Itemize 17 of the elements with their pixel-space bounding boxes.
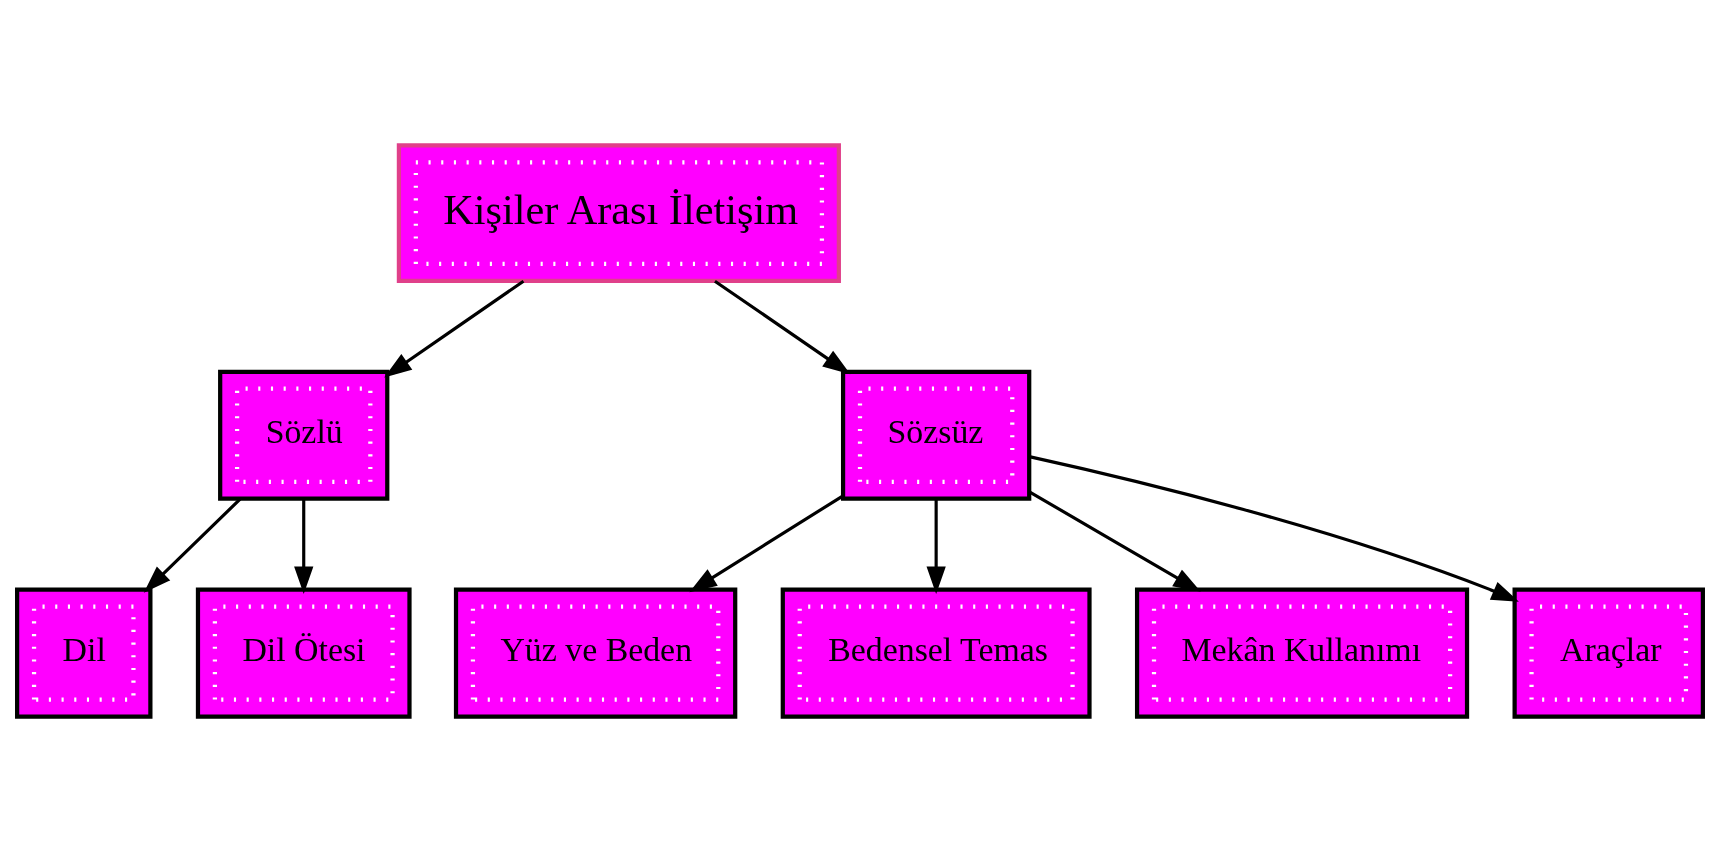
arrow: [143, 498, 242, 593]
arrow: [384, 279, 525, 378]
node-box: Yüz ve Beden: [453, 587, 738, 719]
arrow: [714, 279, 851, 375]
arrow: [926, 499, 946, 595]
node-box: Dil Ötesi: [195, 587, 412, 719]
arrow: [1028, 455, 1519, 602]
arrow: [689, 494, 844, 593]
node-box: Bedensel Temas: [780, 587, 1092, 719]
node-box: Sözsüz: [840, 369, 1032, 501]
node-box: Dil: [15, 587, 153, 719]
arrow: [294, 499, 314, 595]
node-box: Sözlü: [218, 369, 390, 501]
node-box: Mekân Kullanımı: [1134, 587, 1470, 719]
node-box: Araçlar: [1512, 587, 1705, 719]
arrow: [1028, 490, 1201, 592]
node-box: Kişiler Arası İletişim: [396, 143, 841, 283]
